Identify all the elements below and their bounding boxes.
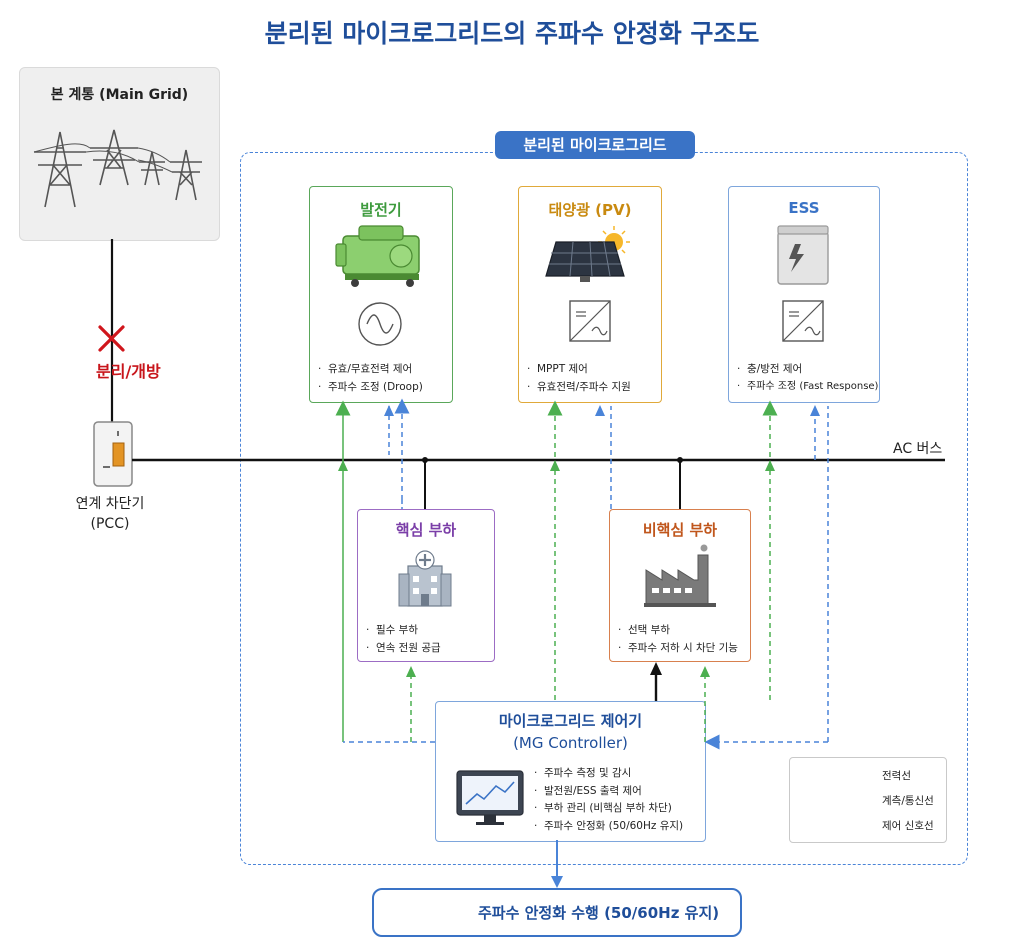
hospital-icon	[398, 550, 452, 607]
generator-title: 발전기	[360, 201, 402, 219]
ess-title: ESS	[788, 199, 820, 217]
result-banner: 주파수 안정화 수행 (50/60Hz 유지)	[372, 888, 742, 937]
controller-subtitle: (MG Controller)	[513, 734, 628, 752]
critical-load-card: 핵심 부하 ·필수 부하 ·연속 전원 공급	[357, 509, 495, 662]
pcc-label: 연계 차단기 (PCC)	[55, 494, 165, 534]
pv-card: 태양광 (PV) ·MPPT 제어 ·유효전력/주파수 지원	[518, 186, 662, 403]
legend: 전력선 계측/통신선 제어 신호선	[789, 757, 947, 843]
battery-cabinet-icon	[777, 225, 829, 285]
pv-title: 태양광 (PV)	[548, 201, 632, 219]
isolation-x-icon	[98, 325, 125, 352]
inverter-icon	[569, 300, 611, 342]
critical-load-bullets: ·필수 부하 ·연속 전원 공급	[366, 624, 441, 654]
isolation-label: 분리/개방	[96, 362, 161, 381]
diagram-title: 분리된 마이크로그리드의 주파수 안정화 구조도	[264, 19, 760, 48]
pcc-label-line1: 연계 차단기	[75, 496, 145, 512]
generator-icon	[335, 225, 420, 287]
ac-bus-label: AC 버스	[893, 441, 943, 457]
monitor-chart-icon	[456, 770, 524, 825]
ac-source-icon	[358, 302, 402, 346]
ess-card: ESS ·충/방전 제어 ·주파수 조정 (Fast Response)	[728, 186, 880, 403]
ess-bullets: ·충/방전 제어 ·주파수 조정 (Fast Response)	[737, 363, 879, 392]
result-label: 주파수 안정화 수행 (50/60Hz 유지)	[478, 904, 720, 922]
factory-icon	[644, 544, 716, 607]
controller-bullets: ·주파수 측정 및 감시 ·발전원/ESS 출력 제어 ·부하 관리 (비핵심 …	[534, 767, 684, 832]
critical-load-title: 핵심 부하	[395, 521, 457, 539]
generator-bullets: ·유효/무효전력 제어 ·주파수 조정 (Droop)	[318, 363, 423, 393]
legend-comm: 계측/통신선	[882, 795, 934, 807]
controller-title: 마이크로그리드 제어기	[498, 712, 643, 730]
noncritical-load-bullets: ·선택 부하 ·주파수 저하 시 차단 기능	[618, 624, 738, 654]
breaker-icon	[93, 421, 133, 487]
ess-inverter-icon	[782, 300, 824, 342]
pcc-label-line2: (PCC)	[90, 516, 130, 532]
main-grid-label: 본 계통 (Main Grid)	[50, 87, 189, 103]
microgrid-label: 분리된 마이크로그리드	[495, 131, 695, 159]
transmission-towers-icon	[33, 129, 202, 208]
noncritical-load-title: 비핵심 부하	[642, 521, 718, 539]
legend-control: 제어 신호선	[882, 820, 934, 832]
solar-panel-icon	[545, 226, 630, 282]
generator-card: 발전기 ·유효/무효전력 제어 ·주파수 조정 (Droop)	[309, 186, 453, 403]
pv-bullets: ·MPPT 제어 ·유효전력/주파수 지원	[527, 363, 631, 393]
legend-power: 전력선	[882, 770, 911, 782]
